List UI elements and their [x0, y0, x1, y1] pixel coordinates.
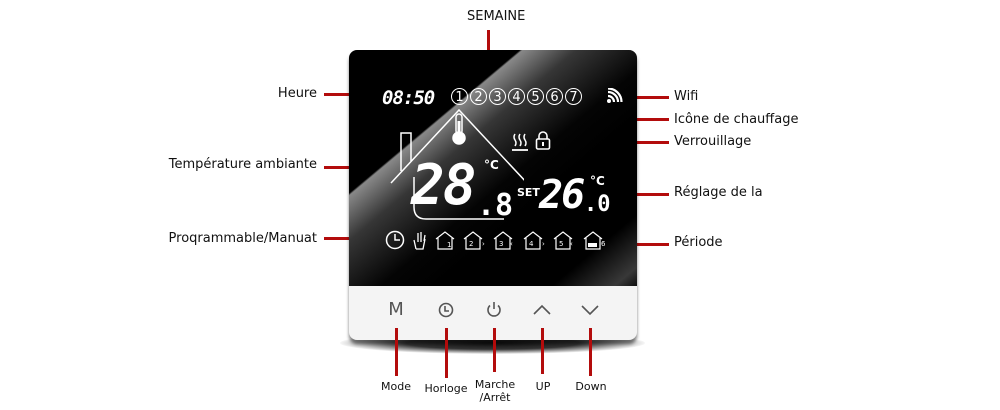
- label-mode: Mode: [381, 380, 411, 393]
- set-temperature-decimal: .0: [584, 192, 611, 217]
- callout-line-wifi: [619, 96, 669, 99]
- room-temperature-unit: °C: [484, 158, 499, 172]
- clock-icon: [438, 302, 454, 318]
- svg-text:2: 2: [469, 240, 473, 248]
- label-periode: Période: [674, 235, 723, 250]
- period-4-icon: 4 ›: [523, 231, 545, 250]
- svg-text:‹: ‹: [510, 240, 513, 248]
- house-outline-icon: [390, 108, 524, 220]
- label-up: UP: [535, 380, 551, 393]
- down-button[interactable]: [575, 298, 605, 322]
- svg-text:‹: ‹: [570, 240, 573, 248]
- programmable-clock-icon: [385, 230, 405, 250]
- chevron-up-icon: [533, 304, 551, 315]
- callout-line-down: [589, 328, 592, 376]
- svg-text:6: 6: [601, 240, 606, 248]
- mode-button[interactable]: M: [388, 299, 404, 320]
- weekday-indicators: 1 2 3 4 5 6 7: [451, 88, 582, 105]
- up-button[interactable]: [527, 298, 557, 322]
- svg-text:›: ›: [542, 240, 545, 248]
- clock-button[interactable]: [431, 298, 461, 322]
- label-verrouillage: Verrouillage: [674, 134, 752, 149]
- lock-icon: [535, 131, 551, 150]
- weekday-4: 4: [508, 88, 525, 105]
- weekday-2: 2: [470, 88, 487, 105]
- heating-icon: [512, 133, 528, 151]
- weekday-3: 3: [489, 88, 506, 105]
- label-heating-icon: Icône de chauffage: [674, 112, 799, 127]
- room-temperature-decimal: .8: [477, 188, 514, 223]
- label-semaine: SEMAINE: [467, 9, 526, 24]
- callout-line-mode: [395, 328, 398, 376]
- label-reglage: Réglage de la: [674, 185, 763, 200]
- power-button[interactable]: [479, 298, 509, 322]
- callout-line-clock: [445, 328, 448, 378]
- callout-line-period: [617, 243, 669, 246]
- manual-hand-icon: [413, 232, 426, 250]
- label-marche: Marche: [474, 378, 516, 391]
- label-programmable-manuel: Proqrammable/Manuat: [168, 231, 317, 246]
- period-1-icon: 1: [435, 231, 455, 250]
- period-3-icon: 3 ‹: [493, 231, 513, 250]
- callout-line-up: [541, 328, 544, 374]
- callout-line-power: [493, 328, 496, 372]
- thermostat-device: 08:50 1 2 3 4 5 6 7 28 .8 °C: [349, 50, 637, 340]
- svg-text:3: 3: [499, 240, 503, 248]
- weekday-5: 5: [527, 88, 544, 105]
- svg-text:4: 4: [529, 240, 534, 248]
- weekday-7: 7: [565, 88, 582, 105]
- weekday-6: 6: [546, 88, 563, 105]
- lcd-screen: 08:50 1 2 3 4 5 6 7 28 .8 °C: [349, 50, 637, 286]
- thermometer-icon: [452, 113, 466, 145]
- chevron-down-icon: [581, 305, 599, 316]
- label-down: Down: [575, 380, 607, 393]
- wifi-icon: [607, 88, 623, 103]
- svg-text:1: 1: [447, 241, 451, 249]
- set-temperature-value: 26: [539, 172, 585, 218]
- period-6-icon: 6: [583, 231, 606, 250]
- time-display: 08:50: [382, 87, 435, 109]
- set-temperature-unit: °C: [590, 174, 605, 188]
- period-5-icon: 5 ‹: [553, 231, 573, 250]
- room-temperature-value: 28: [411, 153, 476, 218]
- label-temperature-ambiante: Température ambiante: [168, 157, 317, 172]
- label-horloge: Horloge: [424, 382, 468, 395]
- label-wifi: Wifi: [674, 89, 699, 104]
- svg-text:›: ›: [482, 240, 485, 248]
- callout-line-setting: [619, 193, 669, 196]
- period-2-icon: 2 ›: [463, 231, 485, 250]
- label-arret: /Arrêt: [479, 391, 511, 404]
- power-icon: [487, 302, 501, 317]
- svg-text:5: 5: [559, 240, 563, 248]
- label-heure: Heure: [277, 86, 317, 101]
- mode-period-icons: 1 2 › 3 ‹ 4 › 5: [385, 230, 607, 250]
- set-label: SET: [517, 186, 540, 199]
- weekday-1: 1: [451, 88, 468, 105]
